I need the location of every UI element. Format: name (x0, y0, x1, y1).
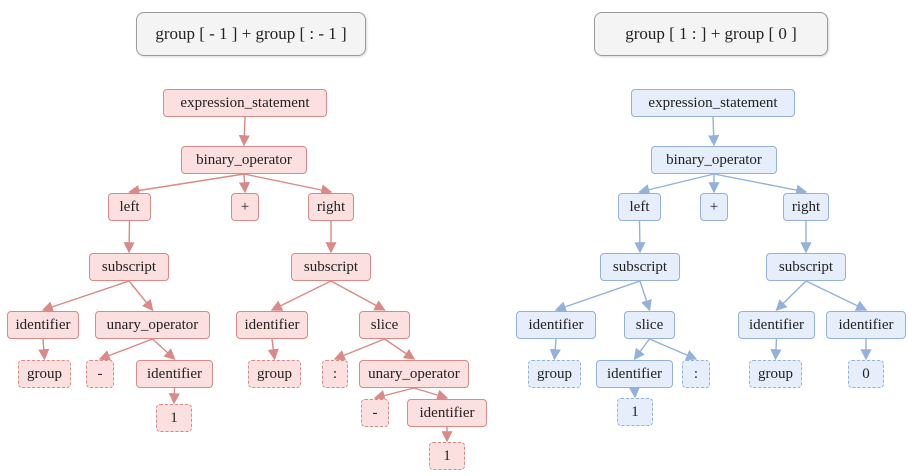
tree-edge (639, 280, 652, 312)
left-identifier-node: identifier (236, 311, 308, 339)
tree-edge (805, 280, 868, 311)
left-subscript-right-node: subscript (291, 253, 371, 281)
right-tree-title-text: group [ 1 : ] + group [ 0 ] (625, 24, 797, 43)
right-binary-operator-node: binary_operator (651, 146, 777, 174)
left-identifier-node: identifier (7, 311, 79, 339)
right-plus-node: + (700, 193, 728, 221)
right-colon-leaf: : (682, 360, 710, 388)
right-left-node: left (618, 193, 661, 221)
right-slice-node: slice (624, 311, 675, 339)
tree-edge (123, 220, 135, 254)
left-tree-title-text: group [ - 1 ] + group [ : - 1 ] (155, 24, 347, 43)
tree-edge (634, 220, 646, 254)
tree-edge (128, 173, 245, 197)
tree-edge (98, 338, 153, 361)
left-minus-leaf: - (86, 360, 114, 388)
left-group-leaf: group (18, 360, 71, 388)
tree-edge (128, 280, 154, 312)
tree-edge (270, 280, 332, 311)
tree-edge (168, 387, 180, 405)
left-minus-leaf: - (361, 399, 389, 427)
right-zero-leaf: 0 (848, 360, 884, 388)
right-expression-statement-node: expression_statement (631, 89, 795, 117)
tree-edge (713, 173, 808, 196)
left-right-node: right (308, 193, 354, 221)
tree-edge (330, 280, 386, 311)
tree-edge (267, 338, 279, 361)
right-identifier-node: identifier (826, 311, 906, 339)
left-unary-operator-node: unary_operator (359, 360, 469, 388)
tree-edge (549, 338, 561, 361)
left-identifier-node: identifier (407, 399, 487, 427)
left-one-leaf: 1 (156, 404, 192, 432)
tree-edge (554, 280, 641, 313)
tree-edge (333, 338, 385, 361)
tree-edge (238, 116, 250, 147)
tree-edge (41, 280, 130, 313)
tree-edge (628, 386, 641, 399)
tree-edge (373, 387, 415, 401)
left-slice-node: slice (359, 311, 410, 339)
left-group-leaf: group (248, 360, 301, 388)
tree-edge (152, 338, 176, 360)
tree-edge (770, 338, 782, 361)
tree-edge (38, 338, 50, 361)
tree-edge (384, 338, 416, 360)
left-binary-operator-node: binary_operator (181, 146, 307, 174)
tree-edge (649, 338, 698, 361)
left-unary-operator-node: unary_operator (95, 311, 210, 339)
left-subscript-left-node: subscript (89, 253, 169, 281)
left-left-node: left (108, 193, 151, 221)
tree-edge (638, 173, 715, 196)
right-identifier-node: identifier (516, 311, 596, 339)
right-identifier-node: identifier (738, 311, 815, 339)
right-subscript-left-node: subscript (600, 253, 680, 281)
left-colon-leaf: : (322, 360, 348, 388)
left-identifier-node: identifier (136, 360, 213, 388)
tree-edge (708, 116, 720, 147)
left-one-leaf: 1 (429, 442, 465, 470)
left-expression-statement-node: expression_statement (163, 89, 327, 117)
left-plus-node: + (231, 193, 259, 221)
right-identifier-node: identifier (596, 360, 673, 388)
tree-edge (238, 173, 251, 194)
left-tree-title: group [ - 1 ] + group [ : - 1 ] (136, 12, 366, 56)
right-one-leaf: 1 (617, 398, 653, 426)
right-right-node: right (783, 193, 829, 221)
tree-edge (413, 387, 449, 401)
right-group-leaf: group (749, 360, 802, 388)
tree-edge (775, 280, 807, 311)
right-subscript-right-node: subscript (766, 253, 846, 281)
tree-edge (243, 173, 333, 196)
right-tree-title: group [ 1 : ] + group [ 0 ] (594, 12, 828, 56)
tree-edge (633, 338, 651, 361)
right-group-leaf: group (528, 360, 581, 388)
